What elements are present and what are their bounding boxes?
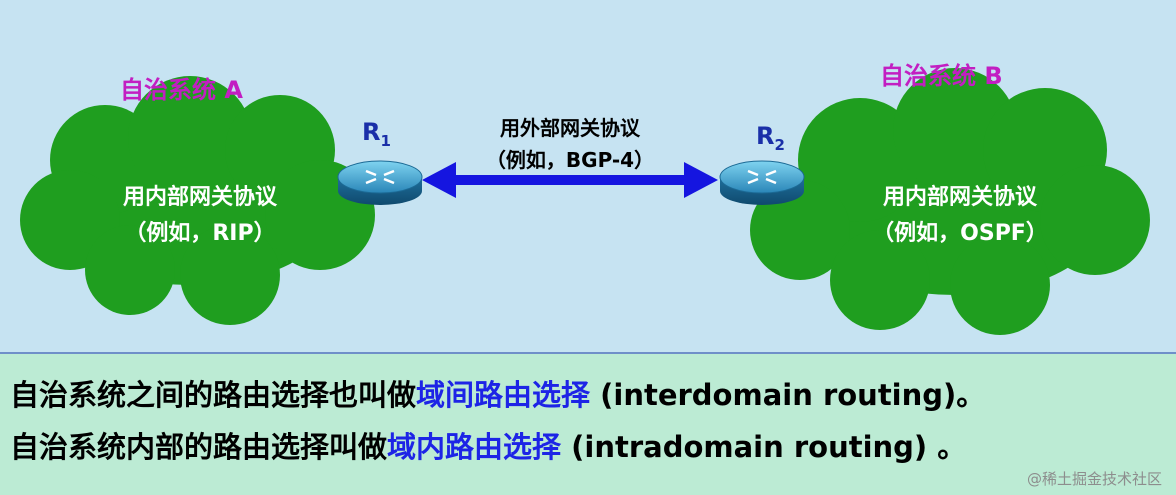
router-1-label-sub: 1 bbox=[380, 131, 391, 150]
caption-line-2: 自治系统内部的路由选择叫做域内路由选择 (intradomain routing… bbox=[10, 424, 966, 466]
caption-line-2-highlight: 域内路由选择 bbox=[387, 430, 562, 464]
router-2-label-main: R bbox=[756, 122, 775, 150]
caption-line-1-suffix: (interdomain routing)。 bbox=[590, 378, 986, 412]
caption-line-2-prefix: 自治系统内部的路由选择叫做 bbox=[10, 430, 388, 464]
router-icon bbox=[719, 160, 805, 205]
as-a-protocol-line2: （例如，RIP） bbox=[124, 221, 276, 246]
egp-label-line2: （例如，BGP-4） bbox=[485, 148, 655, 172]
router-2-label: R2 bbox=[756, 122, 785, 154]
egp-label: 用外部网关协议 （例如，BGP-4） bbox=[455, 112, 685, 176]
router-1-label-main: R bbox=[362, 118, 381, 146]
network-diagram: 自治系统 A 自治系统 B 用内部网关协议 （例如，RIP） 用内部网关协议 （… bbox=[20, 62, 1150, 335]
as-a-protocol-line1: 用内部网关协议 bbox=[122, 185, 277, 210]
as-a-title: 自治系统 A bbox=[120, 76, 243, 104]
double-arrow bbox=[422, 162, 718, 198]
watermark: @稀土掘金技术社区 bbox=[1026, 470, 1162, 488]
as-b-protocol-line1: 用内部网关协议 bbox=[882, 185, 1037, 210]
router-icon bbox=[337, 160, 423, 205]
caption-line-1: 自治系统之间的路由选择也叫做域间路由选择 (interdomain routin… bbox=[10, 372, 985, 414]
as-a-protocol: 用内部网关协议 （例如，RIP） bbox=[80, 180, 320, 252]
as-b-protocol-line2: （例如，OSPF） bbox=[872, 221, 1048, 246]
router-1-label: R1 bbox=[362, 118, 391, 150]
egp-label-line1: 用外部网关协议 bbox=[500, 116, 640, 140]
caption-line-1-prefix: 自治系统之间的路由选择也叫做 bbox=[10, 378, 417, 412]
diagram-canvas bbox=[20, 68, 1150, 335]
as-b-protocol: 用内部网关协议 （例如，OSPF） bbox=[840, 180, 1080, 252]
router-2-label-sub: 2 bbox=[774, 135, 785, 154]
cloud-b-shape bbox=[750, 68, 1150, 335]
as-b-title: 自治系统 B bbox=[880, 62, 1003, 90]
caption-band: 自治系统之间的路由选择也叫做域间路由选择 (interdomain routin… bbox=[0, 352, 1176, 495]
caption-line-2-suffix: (intradomain routing) 。 bbox=[561, 430, 967, 464]
caption-line-1-highlight: 域间路由选择 bbox=[416, 378, 591, 412]
cloud-a-shape bbox=[20, 76, 375, 325]
